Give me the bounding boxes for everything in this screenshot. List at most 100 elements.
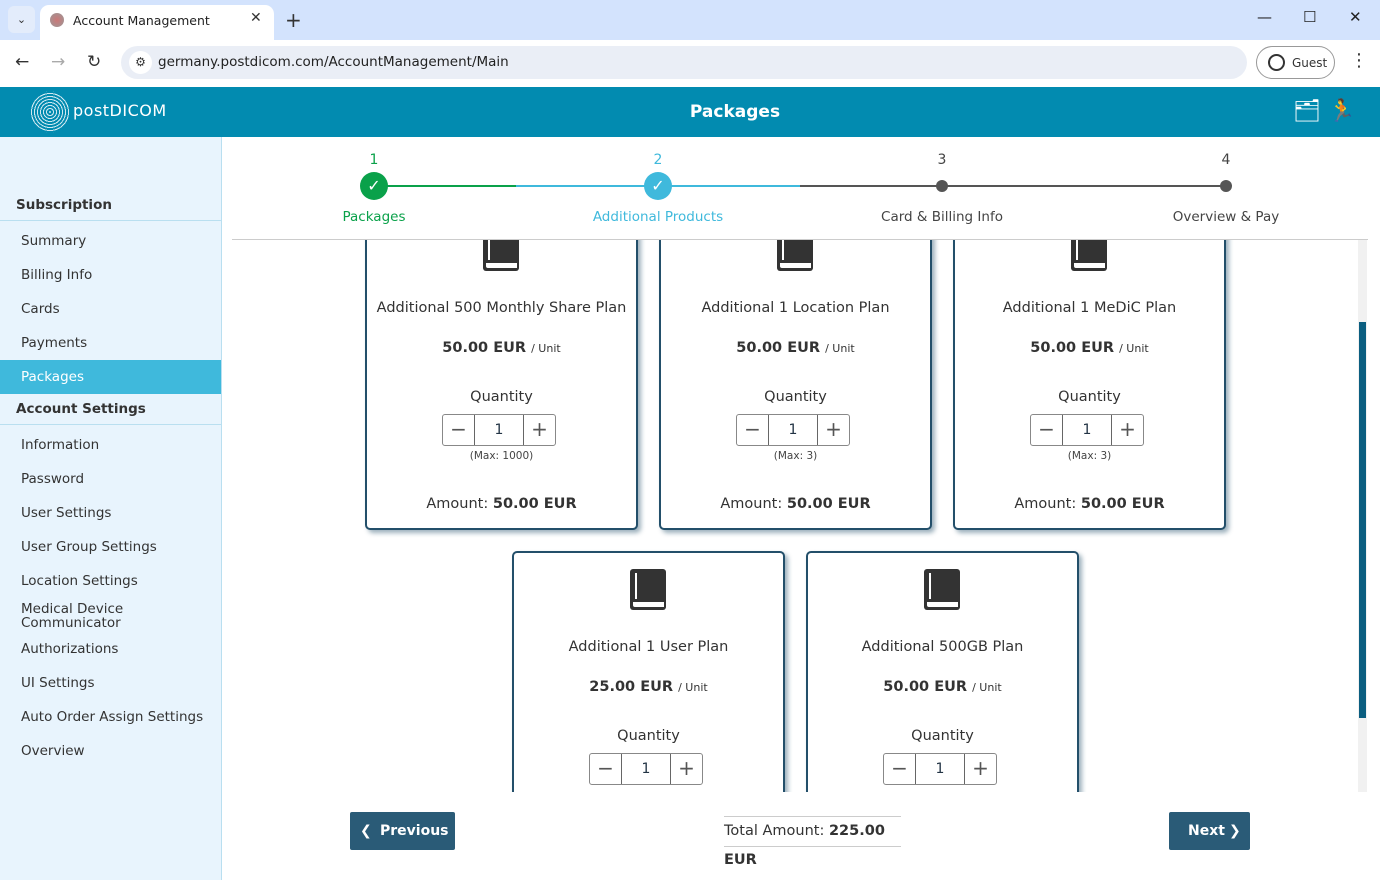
book-icon: [1071, 240, 1107, 271]
decrement-button[interactable]: −: [744, 417, 761, 441]
url-text: germany.postdicom.com/AccountManagement/…: [158, 54, 509, 70]
sidebar-item[interactable]: UI Settings: [21, 675, 95, 691]
sidebar-item[interactable]: Payments: [21, 335, 88, 351]
step-line: [800, 185, 1226, 187]
quantity-input[interactable]: 1: [915, 754, 965, 784]
increment-button[interactable]: +: [1119, 417, 1136, 441]
book-icon: [630, 569, 666, 610]
price-value: 25.00 EUR: [589, 679, 674, 695]
step-number: 2: [653, 152, 663, 168]
product-price: 50.00 EUR / Unit: [955, 340, 1224, 356]
minimize-button[interactable]: —: [1257, 8, 1272, 26]
product-card: Additional 1 Location Plan 50.00 EUR / U…: [659, 240, 932, 530]
maximize-button[interactable]: ☐: [1303, 8, 1317, 26]
url-input[interactable]: ⚙ germany.postdicom.com/AccountManagemen…: [121, 46, 1247, 79]
step-number: 4: [1221, 152, 1231, 168]
increment-button[interactable]: +: [531, 417, 548, 441]
site-settings-icon[interactable]: ⚙: [129, 51, 152, 74]
quantity-max: (Max: 3): [1067, 450, 1112, 462]
favicon-icon: [50, 13, 64, 27]
product-amount: Amount: 50.00 EUR: [661, 496, 930, 512]
product-price: 50.00 EUR / Unit: [808, 679, 1077, 695]
documents-icon[interactable]: 🗂: [1293, 99, 1321, 124]
step-number: 3: [937, 152, 947, 168]
tab-search-button[interactable]: ⌄: [8, 6, 35, 33]
sidebar-item[interactable]: Packages: [0, 360, 221, 394]
product-card: Additional 500 Monthly Share Plan 50.00 …: [365, 240, 638, 530]
previous-button[interactable]: ❮Previous: [350, 812, 455, 850]
sidebar-item[interactable]: Authorizations: [21, 641, 119, 657]
close-window-button[interactable]: ✕: [1349, 8, 1362, 26]
quantity-label: Quantity: [1058, 389, 1121, 405]
divider: [232, 239, 1368, 240]
sidebar-item[interactable]: Overview: [21, 743, 85, 759]
close-tab-icon[interactable]: ✕: [250, 10, 262, 26]
decrement-button[interactable]: −: [450, 417, 467, 441]
book-icon: [483, 240, 519, 271]
price-unit: / Unit: [678, 681, 708, 694]
reload-icon[interactable]: ↻: [87, 52, 102, 72]
product-card: Additional 1 MeDiC Plan 50.00 EUR / Unit…: [953, 240, 1226, 530]
tab-title: Account Management: [73, 13, 210, 28]
quantity-label: Quantity: [911, 728, 974, 744]
price-value: 50.00 EUR: [1030, 340, 1115, 356]
price-value: 50.00 EUR: [442, 340, 527, 356]
product-amount: Amount: 50.00 EUR: [367, 496, 636, 512]
quantity-label: Quantity: [617, 728, 680, 744]
increment-button[interactable]: +: [825, 417, 842, 441]
sidebar-item[interactable]: Auto Order Assign Settings: [21, 709, 204, 725]
amount-label: Amount:: [1014, 496, 1077, 512]
browser-tab[interactable]: Account Management ✕: [40, 5, 274, 40]
product-title: Additional 500 Monthly Share Plan: [376, 300, 627, 316]
sidebar-item[interactable]: Billing Info: [21, 267, 93, 283]
increment-button[interactable]: +: [972, 756, 989, 780]
decrement-button[interactable]: −: [891, 756, 908, 780]
quantity-input[interactable]: 1: [621, 754, 671, 784]
decrement-button[interactable]: −: [597, 756, 614, 780]
product-price: 25.00 EUR / Unit: [514, 679, 783, 695]
price-unit: / Unit: [972, 681, 1002, 694]
increment-button[interactable]: +: [678, 756, 695, 780]
chevron-left-icon: ❮: [360, 823, 372, 839]
next-label: Next: [1188, 823, 1225, 839]
step-label: Additional Products: [592, 209, 724, 225]
postdicom-logo-icon[interactable]: [30, 91, 70, 133]
quantity-stepper: − 1 +: [883, 753, 997, 785]
book-icon: [777, 240, 813, 271]
new-tab-button[interactable]: +: [285, 8, 302, 32]
product-card: Additional 500GB Plan 50.00 EUR / Unit Q…: [806, 551, 1079, 792]
sidebar-item[interactable]: User Settings: [21, 505, 112, 521]
scrollbar-thumb[interactable]: [1359, 322, 1366, 718]
product-title: Additional 1 Location Plan: [701, 300, 890, 316]
step-label: Card & Billing Info: [881, 209, 1003, 225]
sidebar-item[interactable]: User Group Settings: [21, 539, 157, 555]
total-value: 225.00 EUR: [724, 823, 885, 868]
sidebar-section-title: Subscription: [0, 189, 221, 221]
profile-button[interactable]: Guest: [1256, 46, 1335, 79]
sidebar-item[interactable]: Location Settings: [21, 573, 138, 589]
sidebar-item[interactable]: Summary: [21, 233, 87, 249]
forward-icon[interactable]: →: [51, 52, 66, 72]
logo-text: postDICOM: [73, 101, 167, 120]
total-label: Total Amount:: [724, 823, 825, 839]
next-button[interactable]: Next❯: [1169, 812, 1250, 850]
sidebar-item[interactable]: Medical Device Communicator: [21, 601, 124, 631]
sidebar-item[interactable]: Password: [21, 471, 85, 487]
sidebar-item[interactable]: Information: [21, 437, 100, 453]
quantity-stepper: − 1 +: [1030, 414, 1144, 446]
decrement-button[interactable]: −: [1038, 417, 1055, 441]
quantity-input[interactable]: 1: [768, 415, 818, 445]
price-unit: / Unit: [1119, 342, 1149, 355]
back-icon[interactable]: ←: [15, 52, 30, 72]
chevron-right-icon: ❯: [1229, 823, 1241, 839]
sidebar-section-title: Account Settings: [0, 393, 221, 425]
quantity-input[interactable]: 1: [474, 415, 524, 445]
browser-menu-icon[interactable]: ⋮: [1350, 50, 1368, 71]
product-title: Additional 1 User Plan: [568, 639, 729, 655]
step-number: 1: [369, 152, 379, 168]
sidebar-item[interactable]: Cards: [21, 301, 60, 317]
quantity-max: (Max: 3): [773, 450, 818, 462]
quantity-input[interactable]: 1: [1062, 415, 1112, 445]
step-line: [374, 185, 516, 187]
logout-icon[interactable]: 🏃: [1328, 99, 1356, 124]
